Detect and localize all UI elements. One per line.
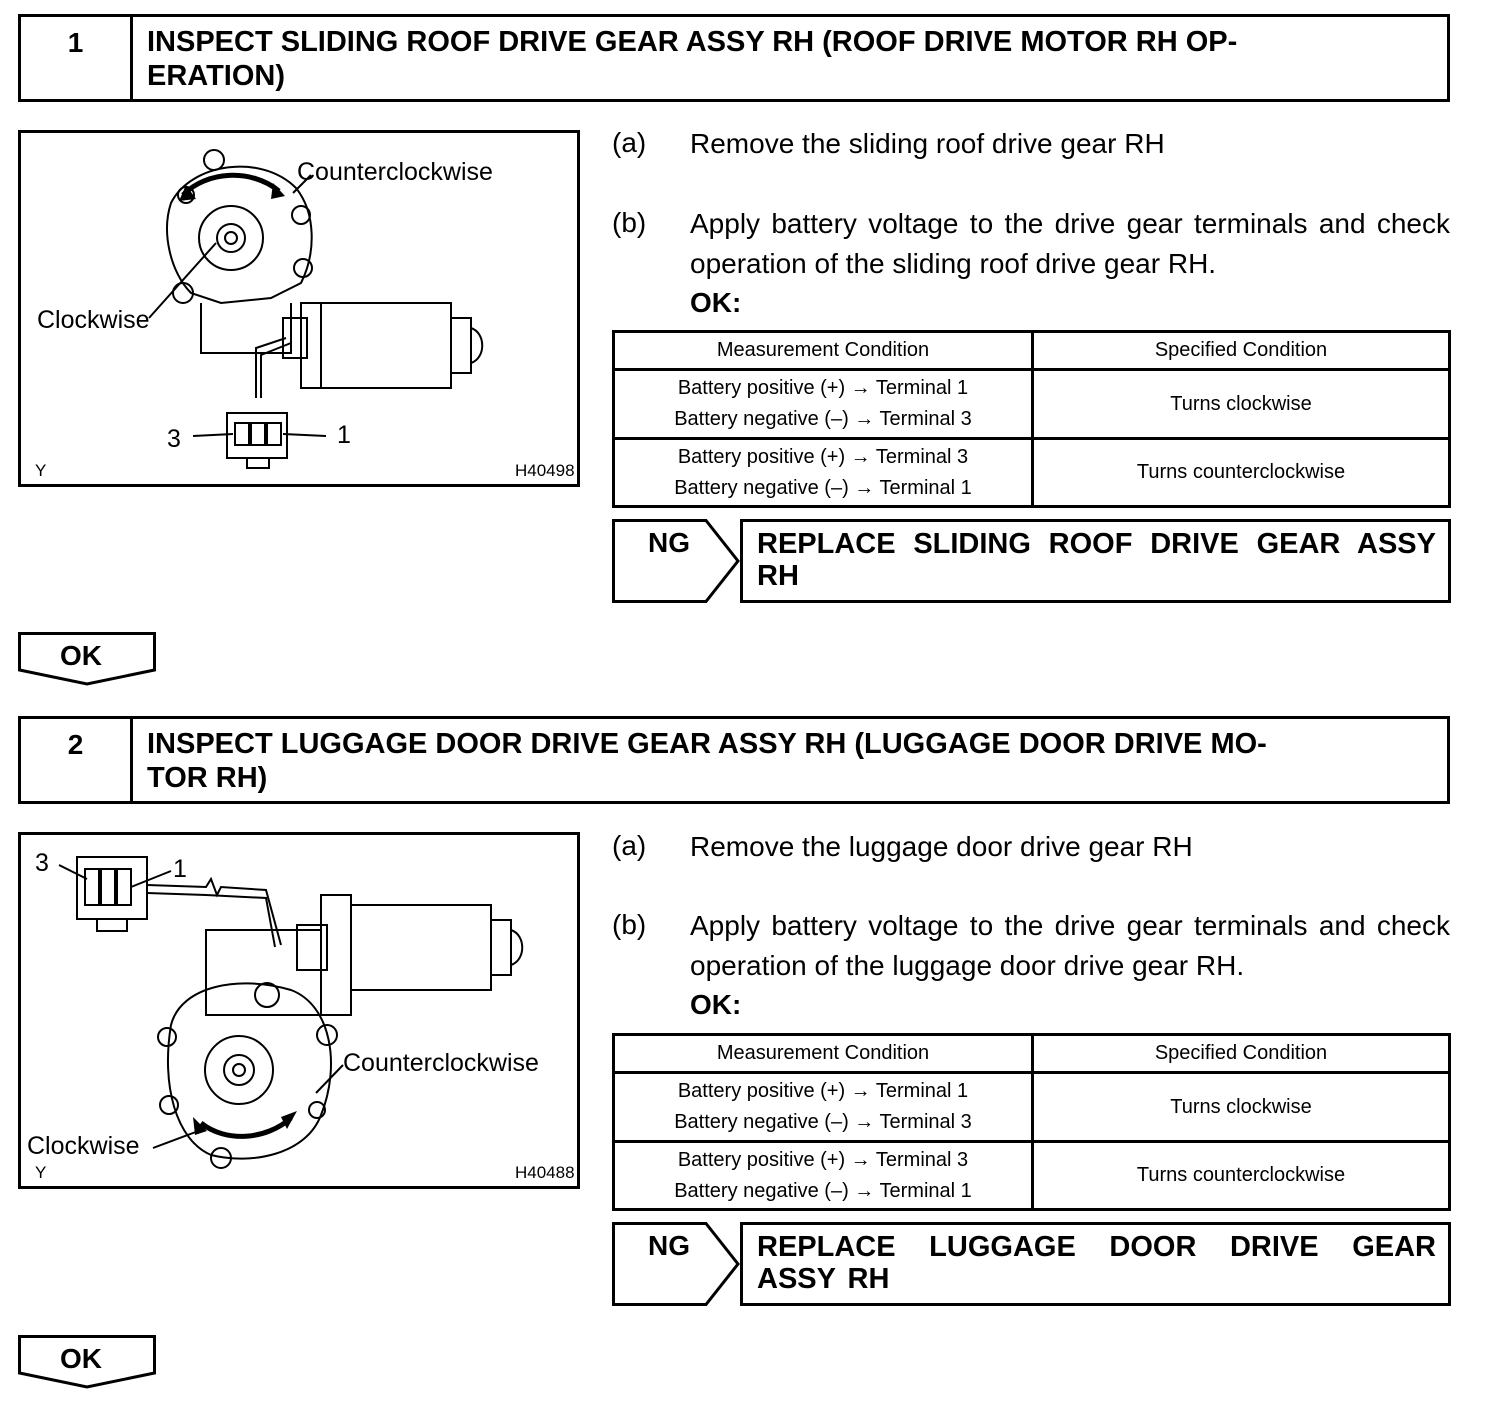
clockwise-label: Clockwise (27, 1132, 140, 1160)
figure-corner-mark: Y (35, 1163, 47, 1182)
spec-table: Measurement Condition Specified Conditio… (612, 330, 1451, 508)
measurement-cell: Battery positive (+) → Terminal 3 Batter… (612, 437, 1034, 508)
measurement-cell: Battery positive (+) → Terminal 1 Batter… (612, 1071, 1034, 1143)
motor-drawing-icon (148, 149, 484, 469)
column-header: Measurement Condition (612, 1033, 1034, 1074)
ng-arrow-icon (612, 1222, 740, 1306)
ng-label: NG (648, 1230, 690, 1261)
counterclockwise-label: Counterclockwise (297, 158, 493, 186)
step-number: 2 (21, 719, 133, 801)
spec-table: Measurement Condition Specified Conditio… (612, 1033, 1451, 1211)
ok-arrow-label: OK (60, 640, 102, 671)
ok-down-arrow-icon (18, 632, 156, 686)
terminal-1-label: 1 (173, 855, 187, 883)
table-row: Battery positive (+) → Terminal 3 Batter… (612, 437, 1451, 508)
counterclockwise-label: Counterclockwise (343, 1049, 539, 1077)
replace-action-text: REPLACE LUGGAGE DOOR DRIVE GEAR ASSY RH (757, 1231, 1436, 1295)
instruction-text: Remove the luggage door drive gear RH (690, 831, 1193, 862)
column-header: Specified Condition (1031, 1033, 1451, 1074)
motor-drawing-icon (58, 856, 524, 1169)
motor-illustration-1: Counterclockwise Clockwise 3 1 Y H40498 (18, 130, 580, 487)
table-row: Battery positive (+) → Terminal 1 Batter… (612, 1071, 1451, 1143)
ok-arrow-label: OK (60, 1343, 102, 1374)
replace-action-box: REPLACE LUGGAGE DOOR DRIVE GEAR ASSY RH (740, 1222, 1451, 1306)
instruction-letter: (a) (612, 127, 647, 158)
column-header: Measurement Condition (612, 330, 1034, 371)
instruction-text: Apply battery voltage to the drive gear … (690, 208, 1450, 279)
ok-spec-label: OK: (690, 287, 742, 318)
specified-cell: Turns clockwise (1031, 368, 1451, 440)
ok-next-arrow: OK (18, 1335, 156, 1389)
table-header-row: Measurement Condition Specified Conditio… (612, 330, 1451, 371)
specified-cell: Turns clockwise (1031, 1071, 1451, 1143)
figure-corner-mark: Y (35, 461, 47, 480)
replace-action-text: REPLACE SLIDING ROOF DRIVE GEAR ASSY RH (757, 528, 1436, 592)
terminal-1-label: 1 (337, 421, 351, 449)
step-1-header: 1 INSPECT SLIDING ROOF DRIVE GEAR ASSY R… (18, 14, 1450, 102)
replace-action-box: REPLACE SLIDING ROOF DRIVE GEAR ASSY RH (740, 519, 1451, 603)
ok-down-arrow-icon (18, 1335, 156, 1389)
step-title: INSPECT SLIDING ROOF DRIVE GEAR ASSY RH … (147, 26, 1238, 92)
motor-illustration-2: 3 1 Counterclockwise Clockwise Y H40488 (18, 832, 580, 1189)
table-row: Battery positive (+) → Terminal 3 Batter… (612, 1140, 1451, 1211)
terminal-3-label: 3 (167, 425, 181, 453)
figure-code: H40488 (515, 1163, 575, 1182)
ng-arrow: NG (612, 519, 740, 603)
ok-spec-label: OK: (690, 989, 742, 1020)
clockwise-label: Clockwise (37, 306, 150, 334)
step-2-header: 2 INSPECT LUGGAGE DOOR DRIVE GEAR ASSY R… (18, 716, 1450, 804)
table-header-row: Measurement Condition Specified Conditio… (612, 1033, 1451, 1074)
step-number: 1 (21, 17, 133, 99)
terminal-3-label: 3 (35, 849, 49, 877)
step-title: INSPECT LUGGAGE DOOR DRIVE GEAR ASSY RH … (147, 728, 1267, 794)
instruction-text: Apply battery voltage to the drive gear … (690, 910, 1450, 981)
specified-cell: Turns counterclockwise (1031, 1140, 1451, 1211)
instruction-text: Remove the sliding roof drive gear RH (690, 128, 1165, 159)
instruction-letter: (b) (612, 909, 647, 940)
column-header: Specified Condition (1031, 330, 1451, 371)
instruction-letter: (a) (612, 830, 647, 861)
measurement-cell: Battery positive (+) → Terminal 1 Batter… (612, 368, 1034, 440)
specified-cell: Turns counterclockwise (1031, 437, 1451, 508)
ok-next-arrow: OK (18, 632, 156, 686)
ng-arrow: NG (612, 1222, 740, 1306)
instruction-letter: (b) (612, 207, 647, 238)
table-row: Battery positive (+) → Terminal 1 Batter… (612, 368, 1451, 440)
ng-arrow-icon (612, 519, 740, 603)
figure-code: H40498 (515, 461, 575, 480)
ng-label: NG (648, 527, 690, 558)
measurement-cell: Battery positive (+) → Terminal 3 Batter… (612, 1140, 1034, 1211)
